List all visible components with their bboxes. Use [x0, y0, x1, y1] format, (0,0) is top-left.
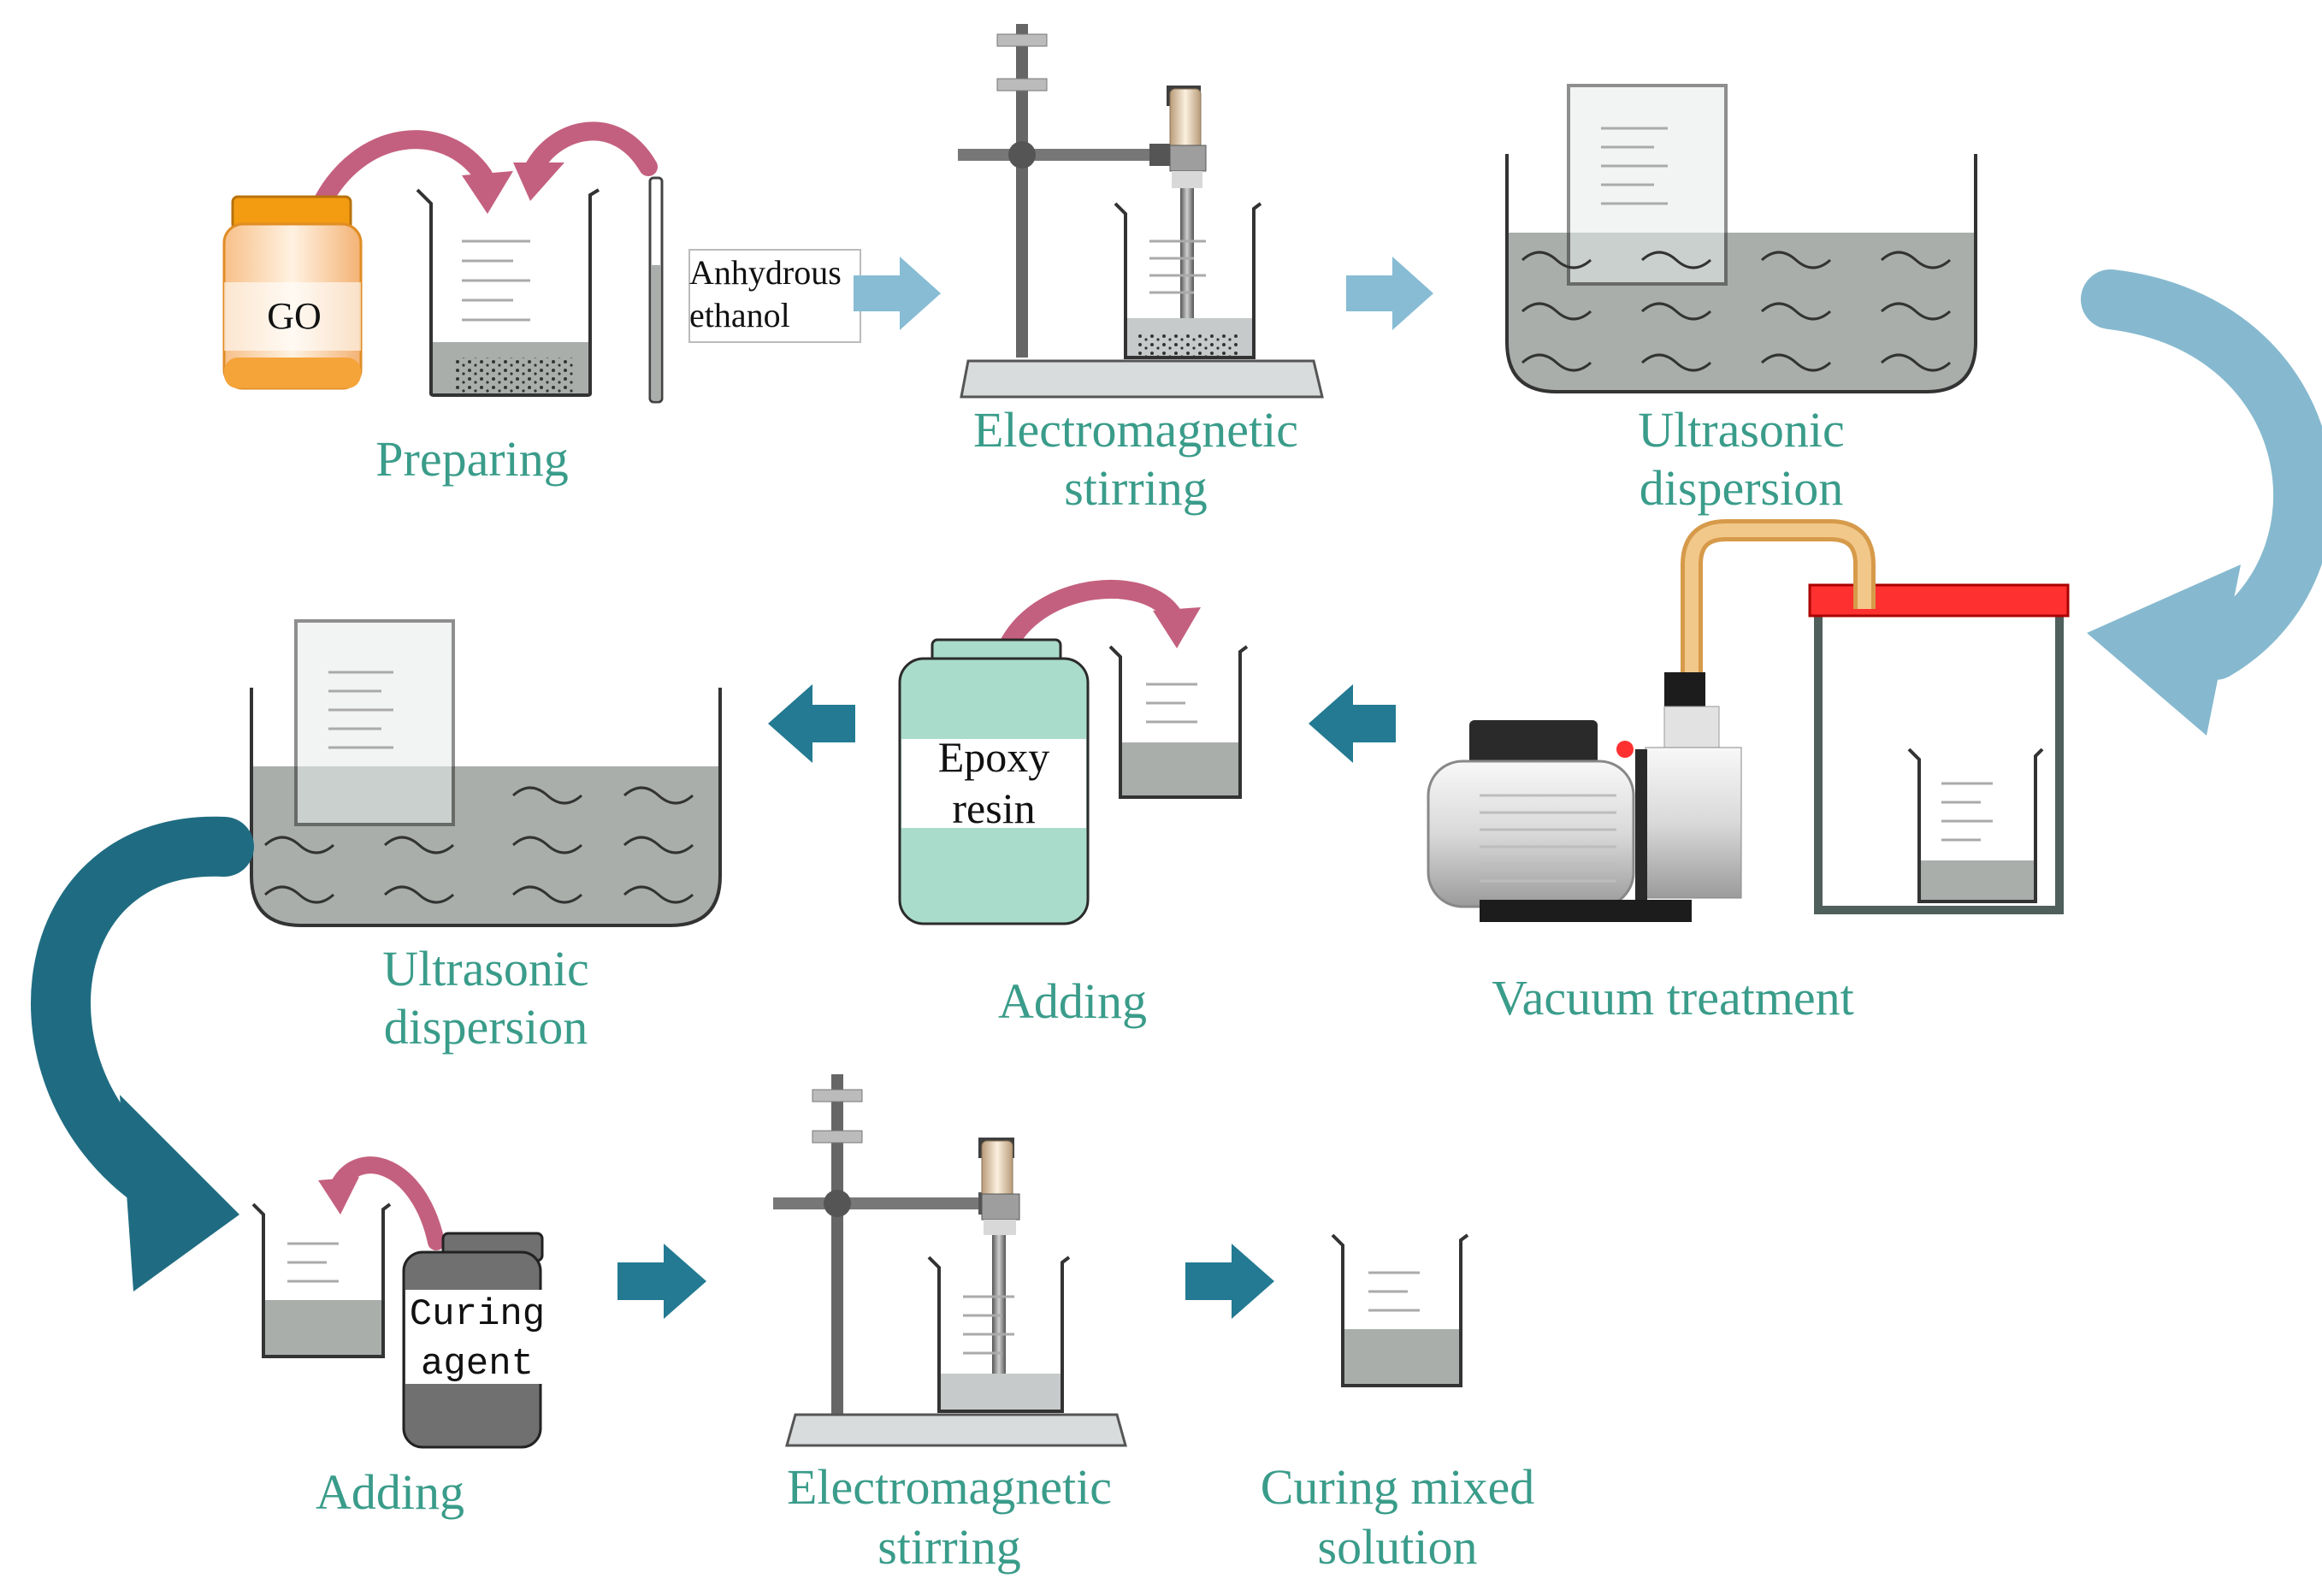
- arrow-3: [1309, 684, 1396, 763]
- step-stirring-2-line2: stirring: [877, 1519, 1021, 1575]
- beaker-go: [416, 188, 600, 397]
- curing-agent-label-line2: agent: [421, 1343, 534, 1386]
- curved-arrow-right: [2081, 269, 2322, 736]
- pipette: [648, 176, 664, 404]
- step-ultrasonic-2-line1: Ultrasonic: [382, 941, 589, 996]
- beaker-epoxy: [1108, 645, 1249, 799]
- step-adding-1: Adding: [998, 973, 1147, 1029]
- pour-arrow-ethanol: [513, 121, 658, 201]
- ultrasonic-bath-2: [250, 619, 722, 927]
- stirrer-2: [773, 1074, 1127, 1447]
- step-stirring-2-line1: Electromagnetic: [787, 1459, 1112, 1515]
- ultrasonic-bath-1: [1505, 84, 1977, 393]
- ethanol-label-box: [688, 249, 861, 343]
- curing-agent-bottle: [402, 1232, 552, 1449]
- go-label: GO: [267, 295, 322, 337]
- pour-arrow-go: [311, 130, 513, 215]
- step-stirring-1-line1: Electromagnetic: [973, 402, 1298, 458]
- step-ultrasonic-1-line1: Ultrasonic: [1638, 402, 1845, 458]
- curved-arrow-left: [31, 816, 254, 1292]
- epoxy-bottle: [898, 638, 1090, 925]
- ethanol-label-line1: Anhydrous: [689, 253, 842, 292]
- arrow-5: [617, 1244, 706, 1319]
- step-curing-line2: solution: [1318, 1519, 1478, 1575]
- go-jar: [222, 195, 363, 390]
- vacuum-chamber: [1808, 583, 2070, 914]
- arrow-6: [1185, 1244, 1274, 1319]
- vacuum-hose: [1681, 519, 1876, 676]
- step-preparing: Preparing: [375, 431, 569, 487]
- pour-arrow-epoxy: [1000, 579, 1201, 653]
- curing-agent-label-line1: Curing: [410, 1293, 545, 1336]
- beaker-curing: [251, 1203, 392, 1358]
- pour-arrow-curing: [318, 1156, 445, 1250]
- ethanol-label-line2: ethanol: [689, 296, 790, 334]
- beaker-final: [1331, 1233, 1469, 1387]
- stirrer-1: [958, 24, 1324, 399]
- epoxy-label-line2: resin: [952, 784, 1035, 832]
- arrow-2: [1346, 257, 1433, 330]
- arrow-4: [768, 684, 855, 763]
- step-curing-line1: Curing mixed: [1261, 1459, 1535, 1515]
- step-stirring-1-line2: stirring: [1064, 460, 1208, 516]
- epoxy-label-line1: Epoxy: [938, 733, 1050, 781]
- step-vacuum: Vacuum treatment: [1492, 970, 1854, 1026]
- step-ultrasonic-2-line2: dispersion: [384, 999, 588, 1055]
- vacuum-pump: [1427, 672, 1742, 922]
- step-ultrasonic-1-line2: dispersion: [1640, 460, 1843, 516]
- arrow-1: [854, 257, 941, 330]
- step-adding-2: Adding: [316, 1464, 464, 1520]
